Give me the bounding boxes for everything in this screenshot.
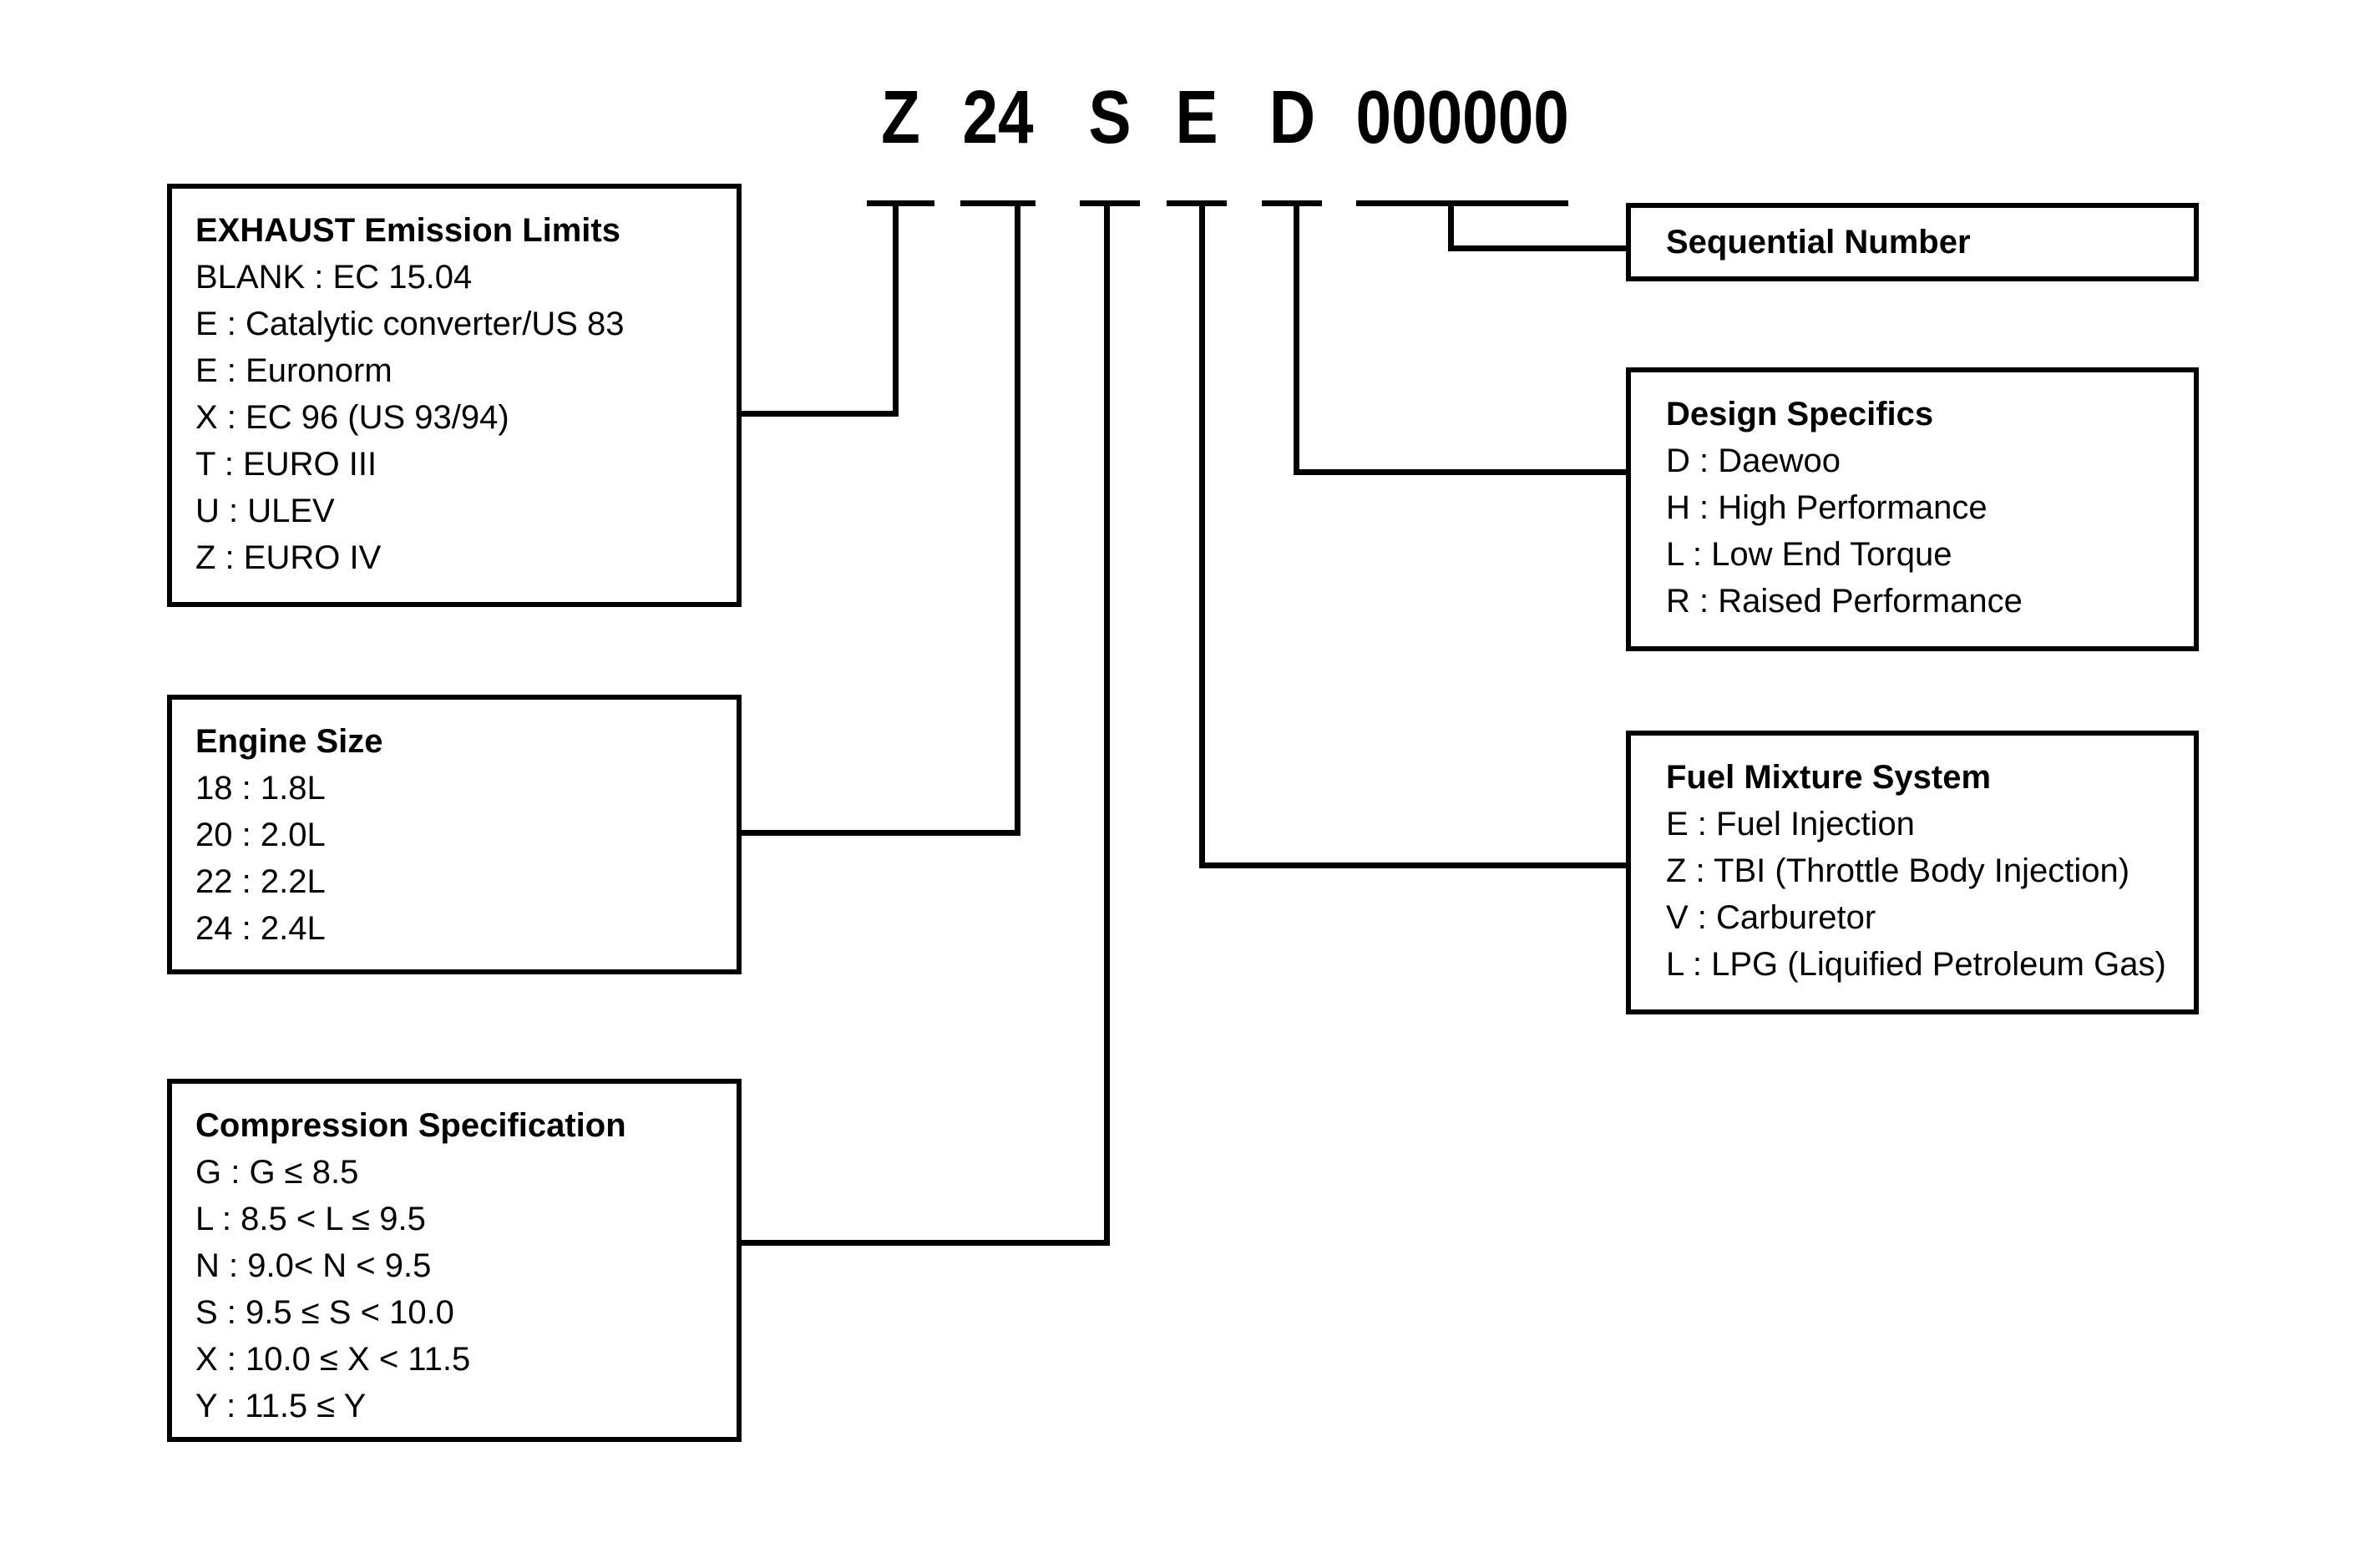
- fuel-item: L : LPG (Liquified Petroleum Gas): [1666, 946, 2166, 983]
- underline-24: [960, 200, 1036, 206]
- fuel-item: V : Carburetor: [1666, 899, 1876, 936]
- fuel-mixture-system-box: Fuel Mixture System E : Fuel Injection Z…: [1626, 731, 2199, 1014]
- engine-item: 24 : 2.4L: [195, 910, 326, 947]
- code-char-000000: 000000: [1355, 75, 1569, 159]
- compression-specification-box: Compression Specification G : G ≤ 8.5 L …: [167, 1079, 742, 1442]
- exhaust-item: T : EURO III: [195, 446, 377, 483]
- code-segment-sequential: 000000: [1355, 76, 1568, 159]
- connector-e-vertical: [1199, 206, 1205, 868]
- compression-item: Y : 11.5 ≤ Y: [195, 1388, 367, 1424]
- compression-item: G : G ≤ 8.5: [195, 1154, 359, 1191]
- connector-d-horizontal: [1294, 469, 1626, 475]
- design-item: R : Raised Performance: [1666, 583, 2023, 620]
- exhaust-item: E : Catalytic converter/US 83: [195, 306, 625, 342]
- compression-item: X : 10.0 ≤ X < 11.5: [195, 1341, 471, 1378]
- connector-s-vertical: [1104, 206, 1110, 1246]
- compression-box-title: Compression Specification: [195, 1107, 626, 1144]
- underline-000000: [1356, 200, 1568, 206]
- code-segment-design: D: [1262, 76, 1322, 159]
- fuel-item: Z : TBI (Throttle Body Injection): [1666, 852, 2130, 889]
- code-segment-compression: S: [1080, 76, 1140, 159]
- design-specifics-box: Design Specifics D : Daewoo H : High Per…: [1626, 367, 2199, 651]
- underline-d: [1262, 200, 1322, 206]
- fuel-box-title: Fuel Mixture System: [1666, 759, 1992, 796]
- underline-e: [1167, 200, 1227, 206]
- code-char-d: D: [1268, 75, 1315, 159]
- exhaust-item: E : Euronorm: [195, 352, 392, 389]
- design-item: D : Daewoo: [1666, 443, 1841, 479]
- code-segment-emission: Z: [867, 76, 934, 159]
- exhaust-emission-limits-box: EXHAUST Emission Limits BLANK : EC 15.04…: [167, 184, 742, 607]
- code-char-s: S: [1088, 75, 1132, 159]
- connector-d-vertical: [1294, 206, 1299, 475]
- code-segment-enginesize: 24: [960, 76, 1036, 159]
- engine-box-title: Engine Size: [195, 723, 383, 760]
- compression-item: S : 9.5 ≤ S < 10.0: [195, 1294, 454, 1331]
- connector-e-horizontal: [1199, 862, 1626, 868]
- code-segment-fuel: E: [1167, 76, 1227, 159]
- exhaust-item: U : ULEV: [195, 493, 335, 529]
- connector-000000-vertical: [1448, 206, 1454, 251]
- connector-s-horizontal: [737, 1240, 1110, 1246]
- code-char-24: 24: [962, 75, 1034, 159]
- design-item: H : High Performance: [1666, 489, 1988, 526]
- engine-item: 22 : 2.2L: [195, 863, 326, 900]
- compression-item: N : 9.0< N < 9.5: [195, 1247, 432, 1284]
- sequential-number-box: Sequential Number: [1626, 203, 2199, 281]
- engine-item: 18 : 1.8L: [195, 770, 326, 807]
- exhaust-item: BLANK : EC 15.04: [195, 259, 473, 296]
- code-char-e: E: [1175, 75, 1218, 159]
- underline-z: [867, 200, 934, 206]
- connector-24-vertical: [1015, 206, 1020, 836]
- engine-size-box: Engine Size 18 : 1.8L 20 : 2.0L 22 : 2.2…: [167, 695, 742, 974]
- connector-24-horizontal: [737, 830, 1020, 836]
- exhaust-box-title: EXHAUST Emission Limits: [195, 212, 620, 249]
- engine-item: 20 : 2.0L: [195, 817, 326, 853]
- connector-z-horizontal: [737, 411, 899, 417]
- code-char-z: Z: [881, 75, 920, 159]
- design-item: L : Low End Torque: [1666, 536, 1952, 573]
- underline-s: [1080, 200, 1140, 206]
- exhaust-item: Z : EURO IV: [195, 539, 382, 576]
- connector-000000-horizontal: [1448, 245, 1626, 251]
- exhaust-item: X : EC 96 (US 93/94): [195, 399, 509, 436]
- design-box-title: Design Specifics: [1666, 396, 1934, 432]
- fuel-item: E : Fuel Injection: [1666, 806, 1915, 842]
- compression-item: L : 8.5 < L ≤ 9.5: [195, 1201, 426, 1237]
- sequential-box-title: Sequential Number: [1666, 224, 1971, 261]
- connector-z-vertical: [893, 206, 899, 417]
